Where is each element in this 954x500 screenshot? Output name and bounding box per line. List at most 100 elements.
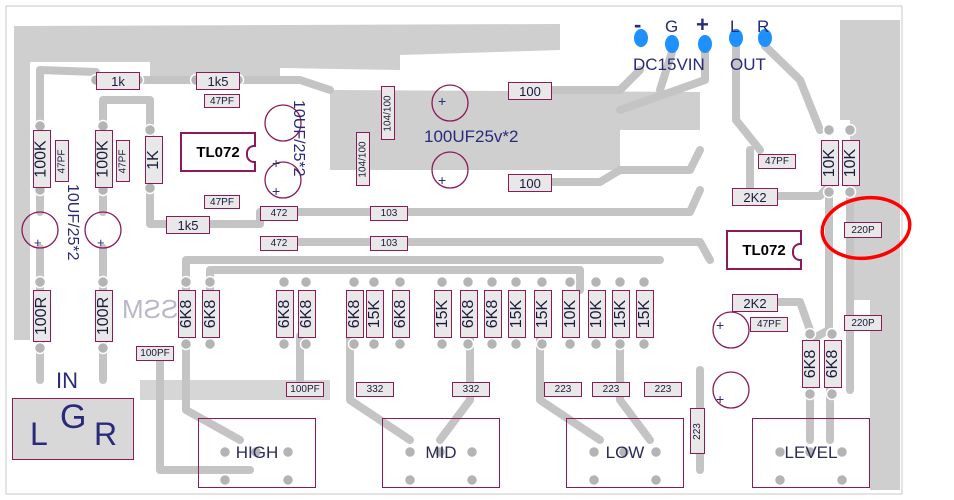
solder-pad xyxy=(803,445,817,459)
solder-pad xyxy=(613,337,627,351)
solder-pad xyxy=(589,337,603,351)
cap-10uf-left-2 xyxy=(84,211,122,249)
pot-mid-label: MID xyxy=(425,443,457,462)
resistor-row-item: 15K xyxy=(636,290,654,338)
cap-220p-b: 220P xyxy=(844,315,882,331)
solder-pad xyxy=(299,337,313,351)
power-pin-plus: + xyxy=(696,12,709,37)
cap-223-d: 223 xyxy=(690,408,705,454)
copper-trace xyxy=(546,66,644,94)
solder-pad xyxy=(367,275,381,289)
resistor-2k2-b: 2K2 xyxy=(732,294,778,312)
copper-trace xyxy=(156,354,254,474)
solder-pad xyxy=(203,275,217,289)
pot-high-label: HIGH xyxy=(235,443,279,462)
resistor-1k5-top: 1k5 xyxy=(196,72,240,90)
plus-left-2: + xyxy=(97,235,105,250)
solder-pad xyxy=(825,327,839,341)
resistor-row-item: 6K8 xyxy=(392,290,410,338)
solder-pad xyxy=(843,123,857,137)
solder-pad xyxy=(218,445,232,459)
solder-pad xyxy=(277,275,291,289)
pad-plus xyxy=(698,35,712,53)
solder-pad xyxy=(367,337,381,351)
solder-pad xyxy=(433,445,447,459)
copper-trace xyxy=(402,238,714,264)
solder-pad xyxy=(218,473,232,487)
solder-pad xyxy=(563,275,577,289)
solder-pad xyxy=(637,337,651,351)
solder-pad xyxy=(822,123,836,137)
copper-trace xyxy=(99,96,154,140)
cap-103-b: 103 xyxy=(370,236,408,251)
cap-10uf-left-label: 10UF/25*2 xyxy=(64,184,81,261)
solder-pad xyxy=(773,473,787,487)
cap-10uf-left-1 xyxy=(21,211,59,249)
solder-pad xyxy=(435,337,449,351)
input-pin-g: G xyxy=(60,398,87,436)
copper-trace xyxy=(346,332,414,444)
solder-pad xyxy=(179,337,193,351)
solder-pad xyxy=(179,275,193,289)
solder-pad xyxy=(649,473,663,487)
solder-pad xyxy=(393,275,407,289)
solder-pad xyxy=(613,275,627,289)
solder-pad xyxy=(509,275,523,289)
copper-trace xyxy=(772,298,814,334)
solder-pad xyxy=(96,275,110,289)
solder-pad xyxy=(461,337,475,351)
cap-104-a: 104/100 xyxy=(381,86,395,140)
cap-100pf-b: 100PF xyxy=(286,382,324,397)
solder-pad xyxy=(825,387,839,401)
solder-pad xyxy=(33,275,47,289)
power-pin-g: G xyxy=(665,17,679,36)
input-title: IN xyxy=(56,368,78,393)
cap-104-b: 104/100 xyxy=(356,132,370,186)
solder-pad xyxy=(281,445,295,459)
watermark: SSM xyxy=(122,294,179,324)
pad-minus xyxy=(634,29,648,47)
solder-pad xyxy=(33,341,47,355)
resistor-1k5-mid: 1k5 xyxy=(166,216,210,234)
pad-out-r xyxy=(758,29,772,47)
cap-223-c: 223 xyxy=(644,382,682,397)
solder-pad xyxy=(347,337,361,351)
cap-472-b: 472 xyxy=(260,236,298,251)
resistor-row-item: 6K8 xyxy=(298,290,316,338)
cap-220p-a: 220P xyxy=(844,222,882,238)
solder-pad xyxy=(347,275,361,289)
resistor-row-item: 15K xyxy=(612,290,630,338)
solder-pad xyxy=(835,473,849,487)
solder-pad xyxy=(835,445,849,459)
copper-pour-left xyxy=(14,62,30,340)
resistor-100k-a: 100K xyxy=(33,130,51,188)
solder-pad xyxy=(143,181,157,195)
solder-pad xyxy=(803,387,817,401)
cap-out-1 xyxy=(712,311,750,349)
resistor-100r-a: 100R xyxy=(33,290,51,342)
cap-100pf-a: 100PF xyxy=(136,346,174,361)
copper-trace xyxy=(546,146,704,186)
power-connector-label: DC15VIN xyxy=(633,55,705,74)
solder-pad xyxy=(589,275,603,289)
resistor-row-item: 6K8 xyxy=(346,290,364,338)
plus-10uf-2: + xyxy=(272,183,281,199)
solder-pad xyxy=(281,473,295,487)
resistor-100r-b: 100R xyxy=(95,290,113,342)
resistor-6k8-left-b: 6K8 xyxy=(202,290,220,338)
ic-tl072-2: TL072 xyxy=(726,230,802,270)
copper-trace xyxy=(182,332,244,444)
plus-left-1: + xyxy=(34,235,42,250)
cap-47pf-b: 47PF xyxy=(204,195,240,209)
solder-pad xyxy=(822,185,836,199)
cap-10uf-top-label: 10UF/25*2 xyxy=(290,100,307,177)
pot-low-label: LOW xyxy=(605,443,645,462)
solder-pad xyxy=(649,445,663,459)
solder-pad xyxy=(637,275,651,289)
pot-low: LOW xyxy=(566,418,684,488)
input-pin-r: R xyxy=(94,416,118,452)
copper-trace xyxy=(146,178,170,228)
solder-pad xyxy=(535,275,549,289)
solder-pad xyxy=(843,185,857,199)
